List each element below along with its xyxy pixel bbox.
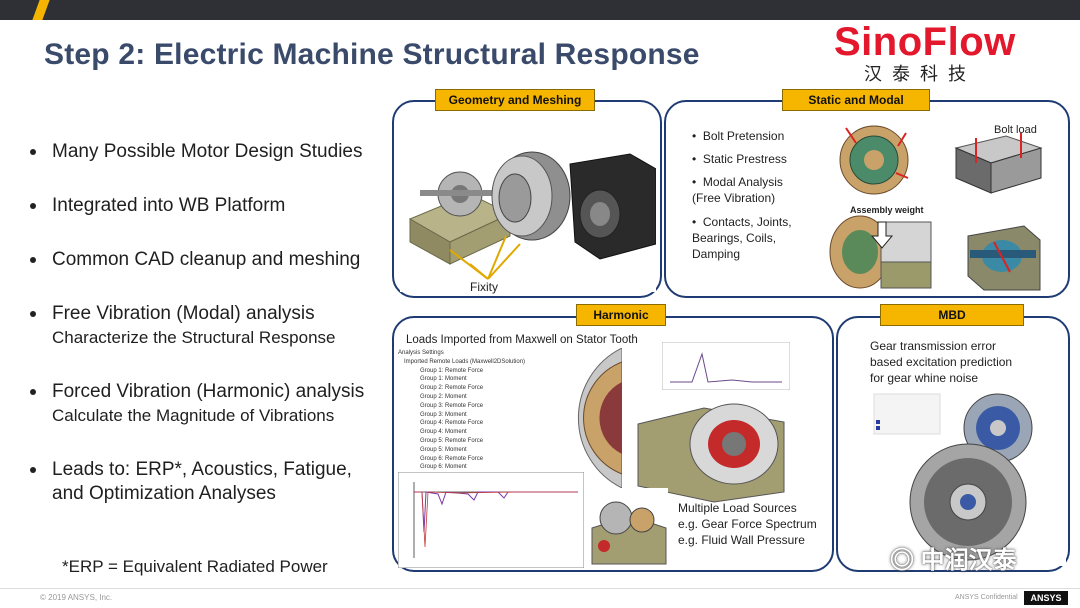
tree-node: Group 5: Remote Force <box>420 437 484 444</box>
bullet-dot <box>30 467 36 473</box>
tree-node: Group 6: Remote Force <box>420 455 484 462</box>
bolt-load-label: Bolt load <box>994 124 1037 136</box>
mbd-caption-line: Gear transmission error <box>870 339 997 353</box>
bullet-subtext: and Optimization Analyses <box>52 483 276 504</box>
bullet-dot <box>30 203 36 209</box>
tree-node: Group 3: Remote Force <box>420 402 484 409</box>
gear-pair-image <box>870 390 1066 566</box>
logo-sub: 汉泰科技 <box>864 64 976 84</box>
bullet-text: Common CAD cleanup and meshing <box>52 249 361 270</box>
frequency-response-chart <box>398 472 584 568</box>
tree-node: Group 1: Remote Force <box>420 367 484 374</box>
ansys-logo: ANSYS <box>1024 591 1068 605</box>
geometry-panel: Fixity <box>392 100 662 298</box>
bullet-text: Integrated into WB Platform <box>52 195 286 216</box>
tree-node: Group 4: Moment <box>420 429 467 436</box>
tree-node: Group 2: Moment <box>420 393 467 400</box>
tree-node: Imported Remote Loads (Maxwell2DSolution… <box>404 358 526 365</box>
static-item: • Modal Analysis (Free Vibration) <box>692 175 783 205</box>
bullet-subtext: Characterize the Structural Response <box>52 328 336 347</box>
mbd-caption: Gear transmission error based excitation… <box>870 338 1012 386</box>
bullet-text: Many Possible Motor Design Studies <box>52 141 363 162</box>
top-bar <box>0 0 1080 20</box>
bullet-text: Free Vibration (Modal) analysis <box>52 303 315 324</box>
fixity-label: Fixity <box>470 280 498 294</box>
slide-title: Step 2: Electric Machine Structural Resp… <box>44 38 700 71</box>
load-source-text: e.g. Gear Force Spectrum <box>678 517 817 531</box>
static-item: • Bolt Pretension <box>692 129 785 143</box>
harmonic-caption: Loads Imported from Maxwell on Stator To… <box>406 334 638 346</box>
bullet-dot <box>30 149 36 155</box>
mbd-caption-line: based excitation prediction <box>870 355 1013 369</box>
stator-tooth-image <box>544 348 622 488</box>
sinoflow-logo: SinoFlow 汉泰科技 <box>834 22 1064 86</box>
bullet-text: Leads to: ERP*, Acoustics, Fatigue, <box>52 459 352 480</box>
bolt-pretension-image <box>836 118 918 196</box>
footnote: *ERP = Equivalent Radiated Power <box>62 557 328 576</box>
bullet-dot <box>30 257 36 263</box>
static-item: • Contacts, Joints, Bearings, Coils, Dam… <box>692 215 792 261</box>
tree-node: Group 2: Remote Force <box>420 385 484 392</box>
assembly-weight-label: Assembly weight <box>850 205 924 215</box>
mbd-caption-line: for gear whine noise <box>870 371 979 385</box>
static-modal-panel: • Bolt Pretension • Static Prestress • M… <box>664 100 1070 298</box>
tree-node: Group 1: Moment <box>420 376 467 383</box>
load-source-text: e.g. Fluid Wall Pressure <box>678 533 805 547</box>
modal-shape-image <box>964 206 1042 292</box>
tree-node: Group 4: Remote Force <box>420 420 484 427</box>
tree-node: Group 5: Moment <box>420 446 467 453</box>
bullet-text: Forced Vibration (Harmonic) analysis <box>52 381 365 402</box>
copyright-text: © 2019 ANSYS, Inc. <box>40 593 113 602</box>
harmonic-tag: Harmonic <box>576 304 666 326</box>
confidential-text: ANSYS Confidential <box>955 594 1018 601</box>
load-sources: Multiple Load Sources e.g. Gear Force Sp… <box>678 500 817 548</box>
motor-assembly-image <box>400 124 656 292</box>
load-tree: Analysis Settings Imported Remote Loads … <box>398 349 525 472</box>
bullet-dot <box>30 389 36 395</box>
tree-node: Group 3: Moment <box>420 411 467 418</box>
static-item: • Static Prestress <box>692 152 787 166</box>
tree-node: Analysis Settings <box>398 350 444 356</box>
mbd-panel: Gear transmission error based excitation… <box>836 316 1070 572</box>
footer: © 2019 ANSYS, Inc. ANSYS Confidential AN… <box>0 588 1080 608</box>
static-modal-tag: Static and Modal <box>782 89 930 111</box>
accent-stripe <box>32 0 50 20</box>
harmonic-panel: Loads Imported from Maxwell on Stator To… <box>392 316 834 572</box>
bullet-subtext: Calculate the Magnitude of Vibrations <box>52 406 335 425</box>
bolt-load-image <box>946 118 1046 198</box>
logo-main: SinoFlow <box>834 20 1016 64</box>
wechat-watermark: ◎ 中润汉泰 <box>890 547 1017 574</box>
tree-node: Group 6: Moment <box>420 464 467 471</box>
geometry-tag: Geometry and Meshing <box>435 89 595 111</box>
motor-housing-image <box>634 394 792 504</box>
bullet-dot <box>30 311 36 317</box>
mbd-tag: MBD <box>880 304 1024 326</box>
load-source-text: Multiple Load Sources <box>678 501 797 515</box>
assembly-weight-image <box>826 202 938 292</box>
response-plot-image <box>662 342 790 390</box>
gearbox-image <box>590 488 668 566</box>
